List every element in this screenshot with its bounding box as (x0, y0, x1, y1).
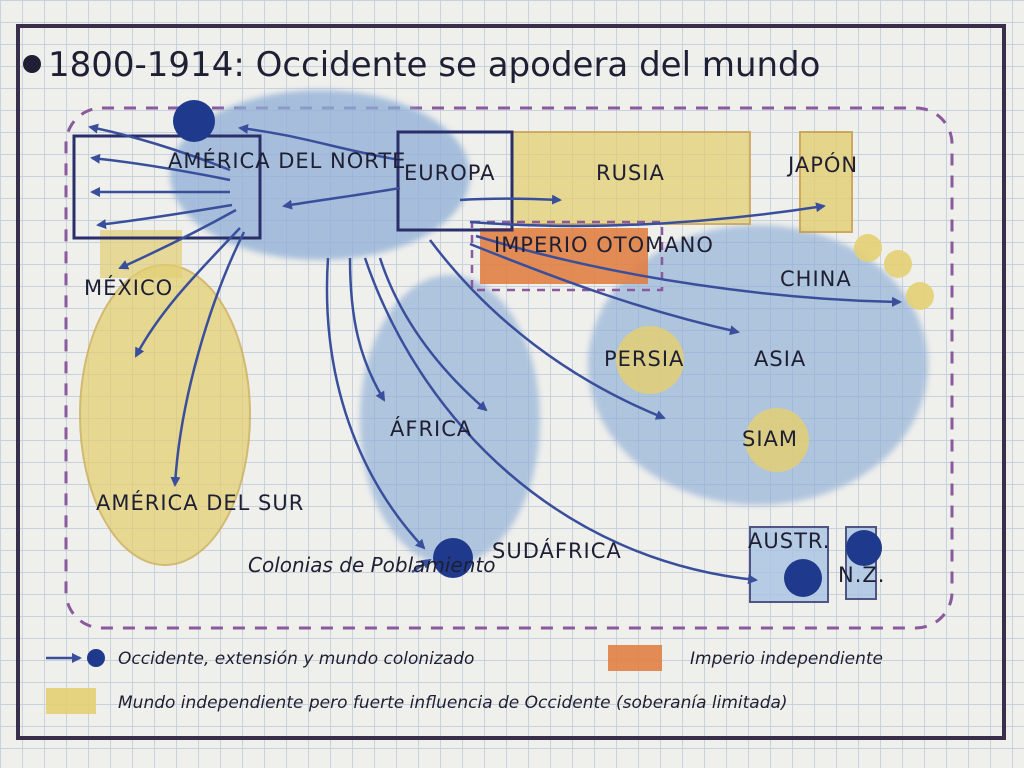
arrow-europe-to-north-america (238, 123, 401, 162)
arrow-europe-to-south-africa (325, 257, 426, 550)
ottoman-empire-dashed-box (470, 220, 664, 292)
russia-area (511, 131, 751, 225)
new-zealand-dot-icon (846, 530, 882, 566)
label-australia: AUSTR. (748, 529, 830, 553)
china-dot-2 (884, 250, 912, 278)
arrow-europe-to-china (475, 234, 902, 307)
legend-dot-icon (87, 649, 105, 667)
title-bullet-icon (23, 55, 41, 73)
arrow-na-to-south-america-1 (134, 227, 241, 358)
label-japon: JAPÓN (786, 152, 858, 177)
western-sphere-boundary (64, 106, 954, 630)
china-dot-1 (854, 234, 882, 262)
label-rusia: RUSIA (596, 161, 665, 185)
arrow-europe-to-persia (469, 242, 740, 336)
australia-dot-icon (784, 559, 822, 597)
arrow-na-west-4 (96, 203, 233, 230)
arrow-na-west-2 (90, 153, 231, 182)
label-asia: ASIA (754, 347, 806, 371)
legend-independent-empire-label: Imperio independiente (690, 649, 883, 669)
annotation-colonias-de-poblamiento: Colonias de Poblamiento (248, 553, 496, 577)
label-mexico: MÉXICO (84, 275, 173, 300)
arrow-na-to-mexico (118, 208, 237, 270)
south-africa-dot-icon (433, 538, 473, 578)
arrow-europe-to-africa-1 (348, 257, 386, 402)
ottoman-empire-area (480, 228, 648, 284)
label-imperio-otomano: IMPERIO OTOMANO (494, 233, 714, 257)
arrow-europe-to-japan (469, 202, 826, 228)
arrow-europe-to-africa-2 (378, 257, 488, 412)
legend-colonized-label: Occidente, extensión y mundo colonizado (118, 649, 474, 669)
north-america-dot-icon (173, 100, 215, 142)
label-nueva-zelanda: N.Z. (838, 563, 885, 587)
persia-area (616, 326, 684, 394)
label-china: CHINA (780, 267, 852, 291)
arrow-europe-to-asia (429, 239, 666, 420)
north-america-box (72, 134, 262, 240)
arrow-europe-to-russia (459, 194, 562, 205)
arrow-group (88, 123, 902, 585)
label-america-del-norte: AMÉRICA DEL NORTE (168, 148, 406, 173)
china-dot-3 (906, 282, 934, 310)
outer-frame (16, 24, 1006, 740)
label-africa: ÁFRICA (390, 416, 472, 441)
label-siam: SIAM (742, 427, 798, 451)
siam-area (745, 408, 809, 472)
arrow-europe-to-north-america-2 (282, 186, 401, 210)
label-persia: PERSIA (604, 347, 684, 371)
arrow-na-west-1 (88, 123, 231, 172)
label-europa: EUROPA (404, 161, 495, 185)
japan-area (799, 131, 853, 233)
label-sudafrica: SUDÁFRICA (492, 538, 622, 563)
label-america-del-sur: AMÉRICA DEL SUR (96, 490, 304, 515)
legend-orange-swatch (608, 645, 662, 671)
page-title: 1800-1914: Occidente se apodera del mund… (48, 45, 820, 85)
legend: Occidente, extensión y mundo colonizado … (46, 645, 883, 714)
legend-limited-sovereignty-label: Mundo independiente pero fuerte influenc… (118, 693, 788, 713)
arrow-na-to-south-america-2 (170, 231, 246, 487)
asia-area (588, 225, 928, 505)
europe-box (396, 130, 514, 232)
legend-yellow-swatch (46, 688, 96, 714)
arrow-colonias-pointer (411, 558, 432, 574)
arrow-europe-to-australia (363, 257, 758, 585)
